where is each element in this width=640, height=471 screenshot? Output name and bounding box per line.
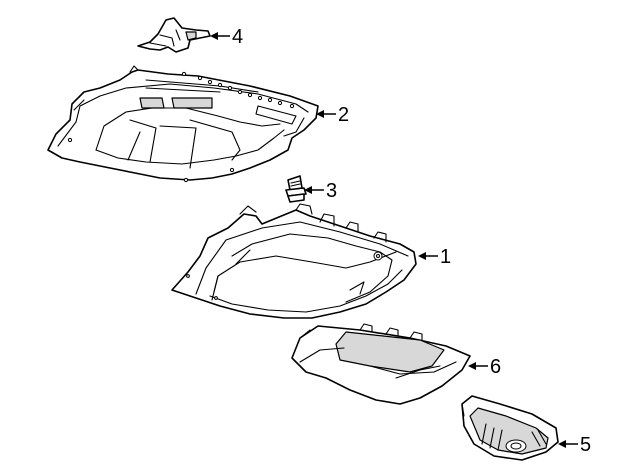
arrow-icon (418, 252, 426, 260)
callout-2: 2 (316, 104, 349, 126)
arrow-icon (558, 440, 566, 448)
arrow-icon (468, 362, 476, 370)
part-1-console-housing (171, 203, 417, 319)
callout-label-3: 3 (326, 180, 337, 202)
callout-3: 3 (304, 180, 337, 202)
callout-4: 4 (210, 26, 243, 48)
arrow-icon (316, 110, 324, 118)
callout-5: 5 (558, 434, 591, 456)
callout-6: 6 (468, 356, 501, 378)
part-2-headliner-panel (47, 65, 319, 183)
part-3-screw (285, 175, 307, 203)
callout-label-6: 6 (490, 356, 501, 378)
callout-label-2: 2 (338, 104, 349, 126)
part-4-bracket (137, 17, 211, 53)
callout-1: 1 (418, 246, 451, 268)
part-5-lamp-unit (461, 395, 559, 461)
callout-label-5: 5 (580, 434, 591, 456)
callout-label-1: 1 (440, 246, 451, 268)
arrow-icon (304, 186, 312, 194)
arrow-icon (210, 32, 218, 40)
callout-label-4: 4 (232, 26, 243, 48)
panel-rivet-holes (67, 71, 295, 183)
part-6-console-trim (291, 323, 471, 405)
